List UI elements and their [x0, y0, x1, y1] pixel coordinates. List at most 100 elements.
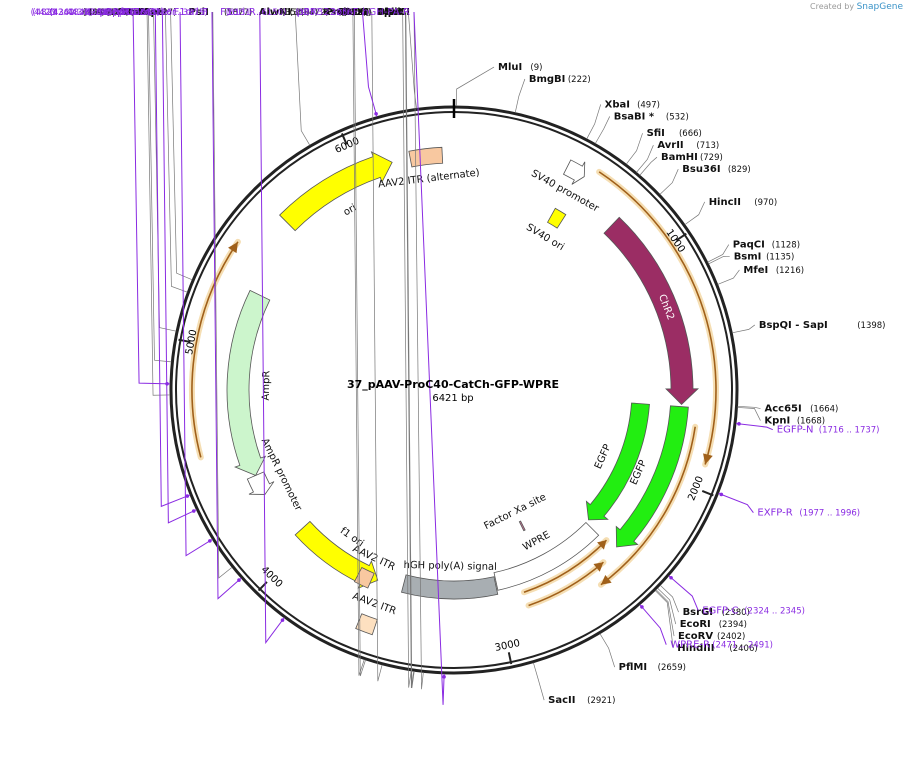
primer-range: (2471 .. 2491) [712, 641, 773, 651]
feature-label: AmpR [261, 370, 273, 400]
feature-f1-ori [294, 520, 379, 589]
site-leader [371, 11, 383, 682]
feature-label: hGH poly(A) signal [403, 560, 497, 573]
enzyme-position: (713) [696, 141, 719, 151]
enzyme-name: SacII [548, 695, 575, 706]
enzyme-name: RsrII [323, 7, 349, 18]
primer-marker [185, 494, 190, 498]
feature-SV40-promoter [562, 159, 586, 185]
site-leader [456, 66, 495, 107]
site-leader [737, 405, 761, 409]
orf-arrowhead [228, 241, 238, 254]
primer-marker [442, 675, 446, 679]
primer-name: pRS-marker [117, 7, 177, 18]
feature-AAV2-ITR-1 [355, 613, 378, 636]
primer-range: (3237 .. 3256) [295, 8, 356, 18]
feature-label: AAV2 ITR (alternate) [378, 167, 481, 190]
enzyme-position: (9) [530, 63, 542, 73]
site-leader [294, 11, 311, 146]
feature-AAV2-ITR-alt [408, 146, 444, 168]
enzyme-name: Acc65I [765, 404, 802, 415]
site-leader [599, 633, 616, 668]
enzyme-position: (2659) [658, 663, 686, 673]
enzyme-position: (666) [679, 129, 702, 139]
site-leader [717, 269, 740, 285]
feature-label: SV40 ori [524, 222, 566, 253]
plasmid-name: 37_pAAV-ProC40-CatCh-GFP-WPRE [347, 378, 559, 391]
enzyme-name: BamHI [661, 152, 698, 163]
site-leader [654, 590, 674, 649]
enzyme-position: (1216) [776, 266, 804, 276]
primer-marker [280, 618, 285, 622]
enzyme-position: (729) [700, 153, 723, 163]
primer-marker [237, 578, 241, 582]
enzyme-name: FspI [138, 7, 162, 18]
primer-name: EGFP-N [777, 425, 814, 436]
credit-prefix: Created by [810, 2, 855, 11]
primer-leader [154, 11, 191, 508]
enzyme-name: BspQI - SapI [759, 320, 828, 331]
primer-marker [719, 492, 724, 497]
enzyme-name: BsaBI * [614, 111, 655, 122]
feature-WPRE [493, 521, 600, 591]
enzyme-name: AvrII [657, 140, 683, 151]
enzyme-position: (1135) [766, 253, 794, 263]
enzyme-name: PciI [384, 7, 404, 18]
enzyme-position: (1128) [772, 241, 800, 251]
site-leader [636, 145, 654, 173]
enzyme-name: PmlI [325, 7, 350, 18]
orf-arrowhead [600, 575, 612, 585]
primer-leader [639, 604, 667, 645]
site-leader [404, 11, 415, 689]
enzyme-name: PflMI [619, 662, 647, 673]
feature-SV40-ori [546, 207, 567, 229]
primer-leader [668, 575, 699, 611]
enzyme-position: (1664) [810, 405, 838, 415]
enzyme-name: BlpI [377, 7, 399, 18]
primer-name: pGEX 3' [119, 7, 159, 18]
site-leader [659, 585, 679, 613]
site-leader [146, 11, 171, 396]
primer-leader [179, 11, 213, 557]
orf-line [523, 539, 608, 593]
primer-marker [669, 575, 673, 580]
enzyme-name: BsrGI [683, 607, 713, 618]
feature-ori [279, 151, 393, 232]
primer-leader [259, 11, 285, 645]
site-leader [708, 255, 730, 265]
site-leader [684, 201, 706, 225]
primer-name: hGH-PA-R [362, 7, 410, 18]
feature-hGH-polyA [401, 574, 499, 600]
orf-line [598, 171, 717, 465]
primer-name: F1ori-F [174, 7, 209, 18]
feature-label: Factor Xa site [482, 492, 548, 532]
primer-leader [413, 11, 445, 705]
plasmid-size: 6421 bp [432, 393, 473, 404]
site-leader [732, 324, 756, 334]
orf-line [191, 241, 239, 458]
enzyme-name: BstXI [338, 7, 368, 18]
enzyme-position: (3472) [301, 8, 329, 18]
primer-marker [737, 422, 741, 426]
site-leader [402, 11, 412, 688]
enzyme-name: BbvCI [378, 7, 410, 18]
enzyme-name: AlwNI [259, 7, 292, 18]
enzyme-position: (829) [728, 165, 751, 175]
orf-arrowhead [597, 540, 607, 550]
primer-name: pBR322ori-F [297, 7, 359, 18]
enzyme-name: MluI [498, 62, 522, 73]
feature-label: WPRE [521, 530, 552, 554]
primer-range: (3856 .. 3875) [147, 8, 208, 18]
enzyme-name: PsiI [189, 7, 209, 18]
enzyme-name: NsiI [380, 7, 401, 18]
primer-name: Amp-R [96, 7, 130, 18]
tick-mark [340, 133, 348, 145]
site-leader [639, 156, 658, 176]
primer-marker [191, 509, 196, 513]
site-leader [148, 11, 172, 363]
enzyme-position: (2380) [722, 608, 750, 618]
primer-range: (6131 .. 6150) [226, 8, 287, 18]
site-leader [533, 662, 545, 701]
site-leader [353, 11, 366, 677]
